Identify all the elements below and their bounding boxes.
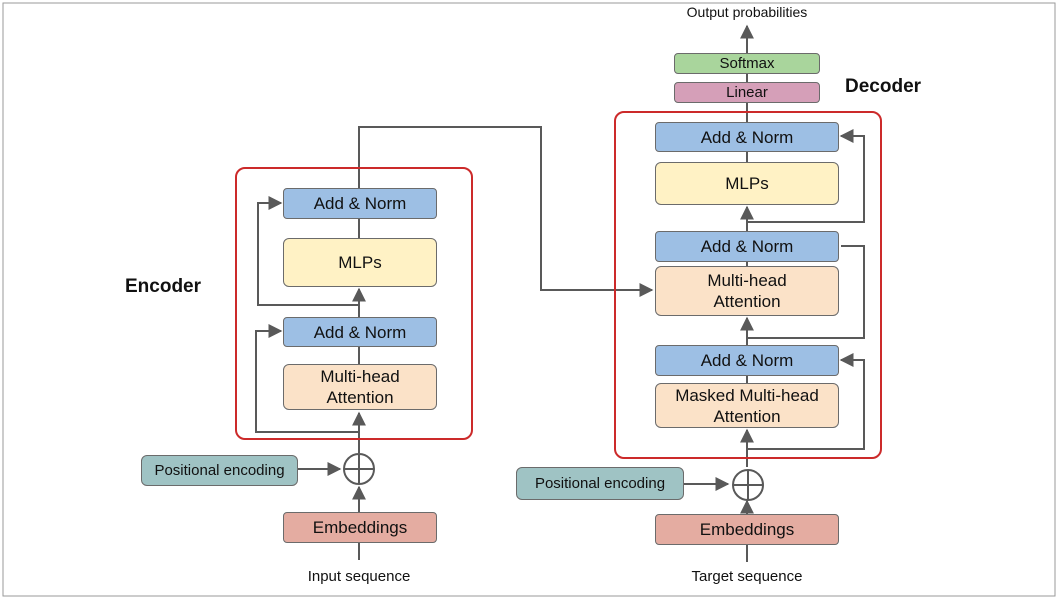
arrow-encoder-to-decoder <box>358 126 654 297</box>
decoder-heading: Decoder <box>845 76 922 97</box>
residual-decoder-cross <box>747 245 865 339</box>
decoder-cross-attention: Multi-head Attention <box>655 266 839 316</box>
encoder-add-norm-top: Add & Norm <box>283 188 437 219</box>
encoder-frame <box>235 167 473 440</box>
encoder-add-circle-icon <box>343 453 375 485</box>
encoder-multi-head-attention: Multi-head Attention <box>283 364 437 410</box>
residual-encoder-mlps <box>257 196 359 306</box>
decoder-frame <box>614 111 882 459</box>
encoder-add-norm-bottom: Add & Norm <box>283 317 437 347</box>
decoder-add-norm-middle: Add & Norm <box>655 231 839 262</box>
decoder-mlps: MLPs <box>655 162 839 205</box>
encoder-heading: Encoder <box>125 276 202 297</box>
encoder-positional-encoding: Positional encoding <box>141 455 298 486</box>
target-sequence-label: Target sequence <box>691 568 803 585</box>
decoder-embeddings: Embeddings <box>655 514 839 545</box>
residual-decoder-masked <box>747 353 865 450</box>
encoder-embeddings: Embeddings <box>283 512 437 543</box>
output-probabilities-label: Output probabilities <box>686 4 808 20</box>
decoder-add-norm-bottom: Add & Norm <box>655 345 839 376</box>
decoder-masked-attention: Masked Multi-head Attention <box>655 383 839 428</box>
decoder-add-circle-icon <box>732 469 764 501</box>
encoder-mlps: MLPs <box>283 238 437 287</box>
softmax-layer: Softmax <box>674 53 820 74</box>
input-sequence-label: Input sequence <box>307 568 411 585</box>
residual-encoder-attention <box>255 324 359 433</box>
linear-layer: Linear <box>674 82 820 103</box>
decoder-positional-encoding: Positional encoding <box>516 467 684 500</box>
decoder-add-norm-top: Add & Norm <box>655 122 839 152</box>
residual-decoder-mlps <box>747 129 865 223</box>
